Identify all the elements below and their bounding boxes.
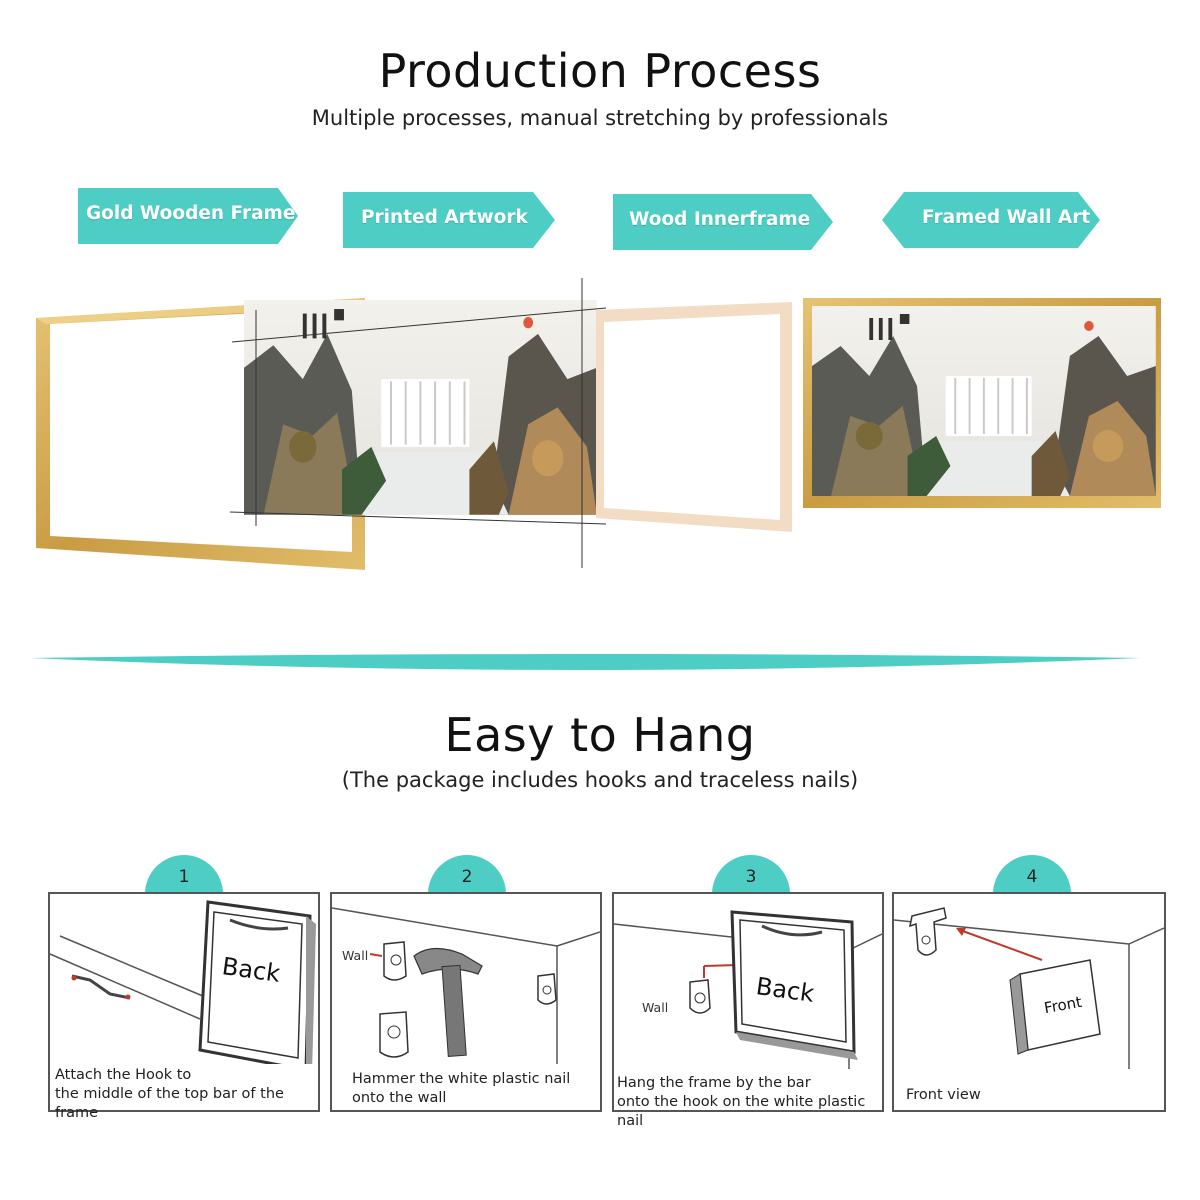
caption-line: Attach the Hook to	[55, 1067, 192, 1083]
frame-back	[198, 900, 316, 1064]
framed-wall-art	[803, 298, 1161, 508]
frame-back	[730, 910, 858, 1060]
caption-line: Hang the frame by the bar	[617, 1075, 811, 1091]
step-2-caption: Hammer the white plastic nail onto the w…	[352, 1070, 570, 1108]
step-tag-framed-wall-art: Framed Wall Art	[882, 192, 1102, 250]
step-tag-label: Wood Innerframe	[629, 209, 811, 230]
printed-artwork	[242, 298, 598, 516]
step-3-caption: Hang the frame by the bar onto the hook …	[617, 1074, 882, 1131]
arrow-tag-shape	[343, 192, 555, 248]
step-tag-label: Framed Wall Art	[922, 207, 1091, 228]
hook-nail-icon	[909, 907, 947, 956]
step-tag-wood-innerframe: Wood Innerframe	[613, 194, 835, 252]
arrow-tag-shape	[882, 192, 1100, 248]
plastic-nail-icon	[383, 941, 407, 981]
arrow-tag-shape	[78, 188, 298, 244]
caption-line: Hammer the white plastic nail	[352, 1071, 571, 1087]
caption-line: onto the wall	[352, 1090, 447, 1106]
hammer-nail-illustration	[332, 907, 600, 1064]
hook-attach-illustration	[50, 900, 316, 1064]
plastic-nail-icon	[379, 1011, 409, 1058]
production-subtitle: Multiple processes, manual stretching by…	[311, 106, 889, 130]
hang-step-3: Wall Back Hang the frame by the bar onto…	[612, 892, 884, 1129]
section-divider	[30, 654, 1140, 670]
hang-frame-illustration	[614, 910, 882, 1069]
wall-label: Wall	[342, 948, 369, 963]
caption-line: the middle of the top bar of the frame	[55, 1086, 284, 1121]
hang-step-1: Back Attach the Hook to the middle of th…	[48, 892, 320, 1121]
hang-step-4: Front Front view	[892, 892, 1166, 1112]
step-tag-label: Gold Wooden Frame	[86, 203, 296, 224]
step-tag-printed-artwork: Printed Artwork	[343, 192, 558, 250]
caption-line: onto the hook on the white plastic nail	[617, 1094, 866, 1129]
hammer-icon	[413, 947, 483, 1057]
hook-icon	[71, 974, 131, 1000]
production-title: Production Process	[378, 44, 822, 98]
front-canvas	[1009, 959, 1101, 1055]
hang-subtitle: (The package includes hooks and traceles…	[341, 768, 859, 792]
step-4-caption: Front view	[906, 1087, 981, 1103]
step-tag-label: Printed Artwork	[361, 207, 528, 228]
hang-title: Easy to Hang	[444, 708, 756, 762]
step-tag-gold-frame: Gold Wooden Frame	[78, 188, 300, 246]
step-1-caption: Attach the Hook to the middle of the top…	[55, 1066, 318, 1123]
plastic-nail-icon	[689, 979, 711, 1014]
direction-arrow	[959, 929, 1043, 961]
arrow-tag-shape	[613, 194, 833, 250]
plastic-nail-icon	[537, 973, 557, 1005]
production-illustration	[36, 278, 1161, 570]
front-view-illustration	[894, 907, 1164, 1069]
hang-step-2: Wall Hammer the white plastic nail onto …	[330, 892, 602, 1112]
stretch-guide-lines	[229, 278, 607, 568]
wall-label: Wall	[642, 1000, 669, 1015]
